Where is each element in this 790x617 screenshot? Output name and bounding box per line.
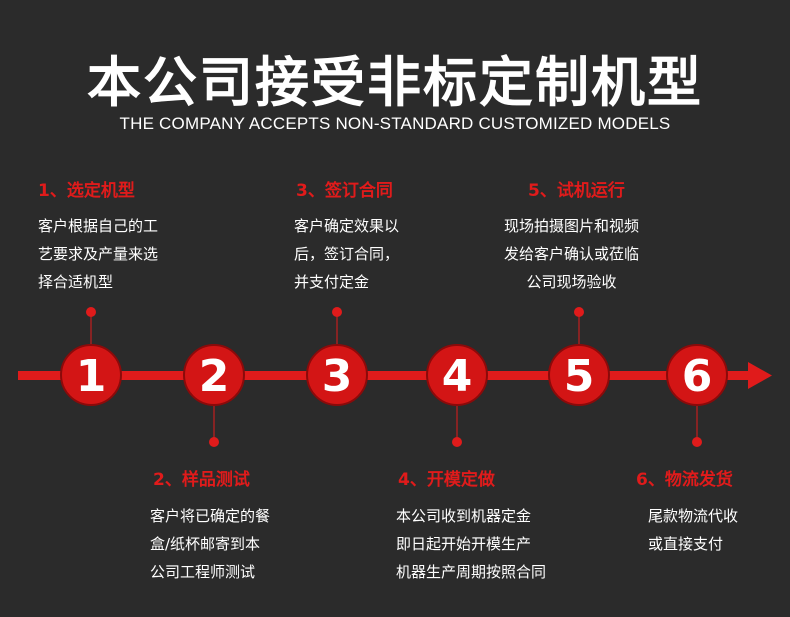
step-2-title: 2、样品测试 [153, 470, 250, 490]
step-4-title: 4、开模定做 [398, 470, 495, 490]
page-title: 本公司接受非标定制机型 [87, 51, 703, 114]
step-number-2: 2 [199, 351, 230, 402]
step-number-4: 4 [442, 351, 473, 402]
step-number-6: 6 [682, 351, 713, 402]
connector-step-3 [332, 307, 342, 348]
step-5-description: 现场拍摄图片和视频 发给客户确认或莅临 公司现场验收 [504, 212, 639, 296]
page-subtitle: THE COMPANY ACCEPTS NON-STANDARD CUSTOMI… [119, 114, 671, 133]
step-1-line: 艺要求及产量来选 [38, 245, 159, 263]
step-4-line: 本公司收到机器定金 [396, 507, 532, 525]
step-6-line: 尾款物流代收 [648, 507, 739, 525]
step-2-line: 公司工程师测试 [150, 563, 256, 581]
step-4-description: 本公司收到机器定金 即日起开始开模生产 机器生产周期按照合同 [396, 502, 546, 586]
step-2-description: 客户将已确定的餐 盒/纸杯邮寄到本 公司工程师测试 [150, 502, 270, 586]
step-number-5: 5 [564, 351, 595, 402]
step-circle-3: 3 [306, 344, 368, 406]
step-6-line: 或直接支付 [648, 535, 724, 553]
connector-step-1 [86, 307, 96, 348]
step-5-line: 发给客户确认或莅临 [504, 245, 640, 263]
step-2-line: 盒/纸杯邮寄到本 [150, 535, 261, 553]
connector-step-5 [574, 307, 584, 348]
step-6-title: 6、物流发货 [636, 470, 733, 490]
step-1-title: 1、选定机型 [38, 181, 135, 201]
step-circle-4: 4 [426, 344, 488, 406]
step-1-line: 择合适机型 [38, 273, 114, 291]
step-4-line: 即日起开始开模生产 [396, 535, 532, 553]
step-1-line: 客户根据自己的工 [38, 217, 159, 235]
step-3-line: 并支付定金 [294, 273, 370, 291]
step-circle-6: 6 [666, 344, 728, 406]
connector-step-4 [452, 404, 462, 447]
step-number-3: 3 [322, 351, 353, 402]
step-3-title: 3、签订合同 [296, 181, 393, 201]
step-3-line: 后，签订合同， [294, 245, 400, 263]
step-3-description: 客户确定效果以 后，签订合同， 并支付定金 [294, 212, 399, 296]
step-number-1: 1 [76, 351, 107, 402]
step-3-line: 客户确定效果以 [294, 217, 400, 235]
step-2-line: 客户将已确定的餐 [150, 507, 271, 525]
step-circle-2: 2 [183, 344, 245, 406]
connector-step-2 [209, 404, 219, 447]
step-circle-1: 1 [60, 344, 122, 406]
step-1-description: 客户根据自己的工 艺要求及产量来选 择合适机型 [38, 212, 158, 296]
timeline-line [18, 371, 753, 380]
step-circle-5: 5 [548, 344, 610, 406]
connector-step-6 [692, 404, 702, 447]
step-4-line: 机器生产周期按照合同 [396, 563, 547, 581]
step-5-line: 现场拍摄图片和视频 [504, 217, 640, 235]
step-5-line: 公司现场验收 [526, 273, 617, 291]
step-5-title: 5、试机运行 [528, 181, 625, 201]
timeline-arrowhead [748, 362, 772, 389]
step-6-description: 尾款物流代收 或直接支付 [648, 502, 738, 558]
